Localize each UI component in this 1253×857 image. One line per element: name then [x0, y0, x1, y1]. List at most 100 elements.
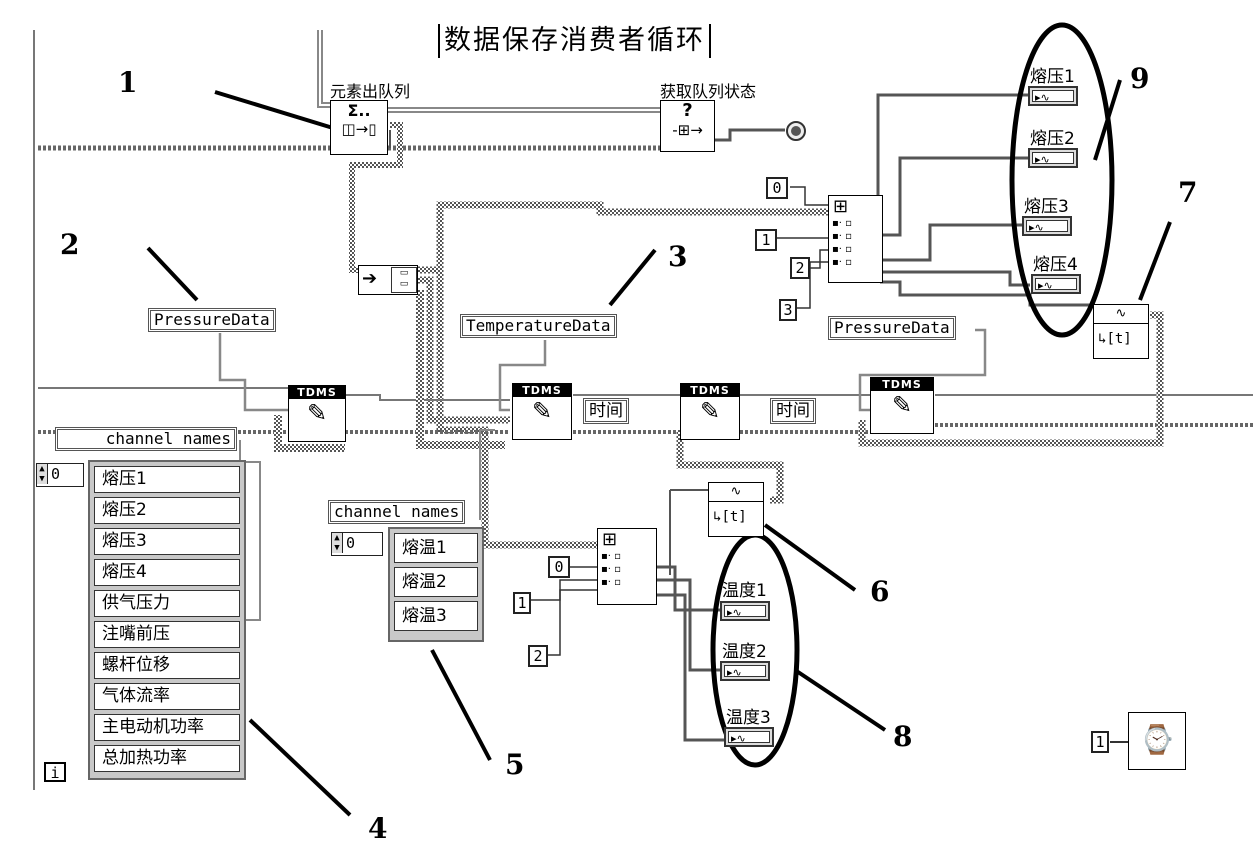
pencil-icon: ✎	[306, 399, 328, 427]
index-constant[interactable]: 1	[755, 229, 777, 251]
spinner-arrows-icon[interactable]: ▲▼	[37, 464, 48, 484]
unbundle-node[interactable]: ➔ ▭▭	[358, 265, 418, 295]
grid-icon: ⊞	[833, 196, 849, 217]
list-item[interactable]: 主电动机功率	[94, 714, 240, 741]
list-item[interactable]: 熔温3	[394, 601, 478, 631]
waveform-icon: ▸∿	[724, 665, 766, 679]
dequeue-label: 元素出队列	[330, 82, 411, 101]
list-item[interactable]: 熔压3	[94, 528, 240, 555]
waveform-indicator[interactable]: ▸∿	[724, 727, 774, 747]
waveform-indicator[interactable]: ▸∿	[720, 601, 770, 621]
index-array-node[interactable]: ⊞ ▪· ▫▪· ▫▪· ▫▪· ▫	[828, 195, 883, 283]
list-item[interactable]: 熔压4	[94, 559, 240, 586]
annotation-9: 9	[1130, 62, 1150, 95]
indicator-label: 温度2	[722, 642, 767, 662]
indicator-label: 熔压2	[1030, 129, 1075, 149]
tdms-header: TDMS	[681, 384, 739, 397]
array-index-value[interactable]: 0	[346, 534, 356, 552]
annotation-4: 4	[368, 812, 388, 845]
waveform-icon: ∿	[1094, 305, 1148, 324]
annotation-3: 3	[668, 240, 688, 273]
stopwatch-icon: ⌚	[1139, 723, 1175, 756]
index-constant[interactable]: 0	[548, 556, 570, 578]
time-constant-2[interactable]: 时间	[770, 398, 816, 424]
indicator-label: 熔压3	[1024, 197, 1069, 217]
index-constant[interactable]: 0	[766, 177, 788, 199]
array-index-display[interactable]: ▲▼0	[36, 463, 84, 487]
index-constant[interactable]: 2	[790, 257, 810, 279]
waveform-indicator[interactable]: ▸∿	[1028, 86, 1078, 106]
pressure-channel-array[interactable]: 熔压1 熔压2 熔压3 熔压4 供气压力 注嘴前压 螺杆位移 气体流率 主电动机…	[88, 460, 246, 780]
list-item[interactable]: 气体流率	[94, 683, 240, 710]
wait-constant[interactable]: 1	[1091, 731, 1109, 753]
list-item[interactable]: 熔压2	[94, 497, 240, 524]
loop-title: 数据保存消费者循环	[438, 24, 711, 58]
tdms-write-node[interactable]: TDMS ✎	[870, 377, 934, 434]
waveform-icon: ▸∿	[1032, 90, 1074, 104]
index-constant[interactable]: 1	[513, 592, 531, 614]
index-array-node-2[interactable]: ⊞ ▪· ▫▪· ▫▪· ▫	[597, 528, 657, 605]
tdms-write-node[interactable]: TDMS ✎	[288, 385, 346, 442]
dequeue-glyph: Σ..	[347, 101, 371, 120]
list-item[interactable]: 螺杆位移	[94, 652, 240, 679]
get-waveform-time-node[interactable]: ∿ ↳[t]	[708, 482, 764, 537]
index-constant[interactable]: 3	[779, 299, 797, 321]
stop-button-icon[interactable]	[785, 120, 809, 144]
indicator-label: 温度3	[726, 708, 771, 728]
waveform-indicator[interactable]: ▸∿	[720, 661, 770, 681]
pencil-icon: ✎	[699, 397, 721, 425]
list-item[interactable]: 总加热功率	[94, 745, 240, 772]
waveform-indicator[interactable]: ▸∿	[1022, 216, 1072, 236]
waveform-time-label: [t]	[721, 509, 747, 525]
indicator-label: 熔压1	[1030, 67, 1075, 87]
annotation-5: 5	[505, 748, 525, 781]
pressure-data-constant-2[interactable]: PressureData	[828, 316, 956, 340]
tdms-header: TDMS	[289, 386, 345, 399]
channel-names-label-2: channel names	[328, 500, 466, 524]
list-item[interactable]: 注嘴前压	[94, 621, 240, 648]
corner-arrow-icon: ↳	[713, 509, 722, 525]
waveform-indicator[interactable]: ▸∿	[1031, 274, 1081, 294]
queue-status-icon: -⊞→	[672, 121, 703, 139]
channel-names-label: channel names	[55, 427, 237, 451]
waveform-icon: ▸∿	[1032, 152, 1074, 166]
index-constant[interactable]: 2	[528, 645, 548, 667]
tdms-write-node[interactable]: TDMS ✎	[680, 383, 740, 440]
dequeue-element-node[interactable]: Σ.. ◫→▯	[330, 100, 388, 155]
cluster-icon: ▭▭	[391, 267, 417, 293]
pencil-icon: ✎	[531, 397, 553, 425]
waveform-icon: ∿	[709, 483, 763, 502]
waveform-icon: ▸∿	[724, 605, 766, 619]
queue-status-glyph: ?	[682, 100, 693, 121]
tdms-header: TDMS	[513, 384, 571, 397]
get-queue-status-node[interactable]: ? -⊞→	[660, 100, 715, 152]
temperature-data-constant[interactable]: TemperatureData	[460, 314, 617, 338]
pressure-data-constant[interactable]: PressureData	[148, 308, 276, 332]
queue-status-label: 获取队列状态	[660, 82, 757, 101]
indicator-label: 温度1	[722, 581, 767, 601]
annotation-8: 8	[893, 720, 913, 753]
temperature-channel-array[interactable]: 熔温1 熔温2 熔温3	[388, 527, 484, 642]
waveform-icon: ▸∿	[728, 731, 770, 745]
annotation-2: 2	[60, 228, 80, 261]
list-item[interactable]: 熔压1	[94, 466, 240, 493]
annotation-6: 6	[870, 575, 890, 608]
grid-icon: ⊞	[602, 529, 618, 550]
index-terminals-icon: ▪· ▫▪· ▫▪· ▫	[601, 551, 621, 588]
list-item[interactable]: 熔温1	[394, 533, 478, 563]
annotation-1: 1	[118, 66, 138, 99]
annotation-7: 7	[1178, 176, 1198, 209]
time-constant[interactable]: 时间	[583, 398, 629, 424]
waveform-indicator[interactable]: ▸∿	[1028, 148, 1078, 168]
pencil-icon: ✎	[891, 391, 913, 419]
array-index-value[interactable]: 0	[51, 465, 61, 483]
queue-dequeue-icon: ◫→▯	[341, 120, 377, 138]
list-item[interactable]: 熔温2	[394, 567, 478, 597]
tdms-header: TDMS	[871, 378, 933, 391]
spinner-arrows-icon[interactable]: ▲▼	[332, 533, 343, 553]
array-index-display-2[interactable]: ▲▼0	[331, 532, 383, 556]
get-waveform-time-node-2[interactable]: ∿ ↳[t]	[1093, 304, 1149, 359]
tdms-write-node[interactable]: TDMS ✎	[512, 383, 572, 440]
list-item[interactable]: 供气压力	[94, 590, 240, 617]
wait-timer-node[interactable]: ⌚	[1128, 712, 1186, 770]
